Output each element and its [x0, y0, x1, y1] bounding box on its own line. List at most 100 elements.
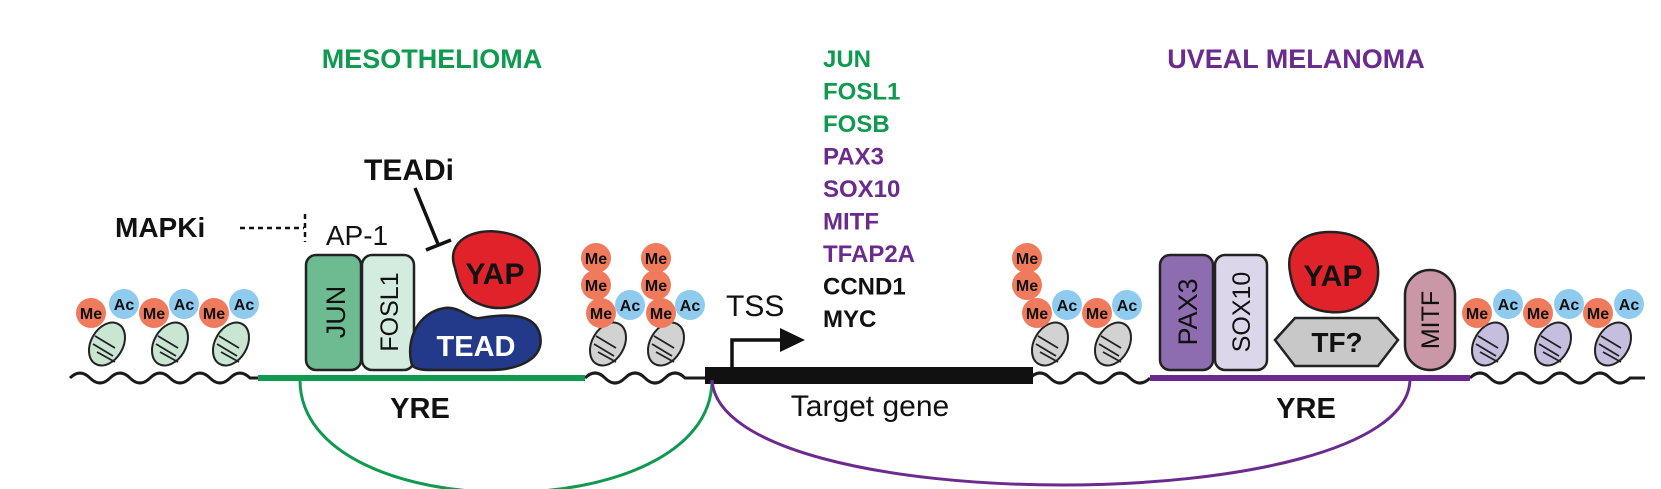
nucleosome	[1593, 321, 1633, 367]
svg-text:Me: Me	[1466, 306, 1488, 323]
pax3-label: PAX3	[1173, 278, 1203, 345]
svg-text:Ac: Ac	[620, 298, 641, 315]
yre-label-right: YRE	[1276, 393, 1336, 425]
yap-label-right: YAP	[1304, 260, 1363, 293]
svg-text:Me: Me	[645, 251, 667, 268]
nucleosome-group-left	[87, 321, 251, 367]
tss-label: TSS	[726, 290, 784, 323]
tf-unknown-protein: TF?	[1273, 316, 1400, 368]
acetyl-mark-icon: Ac	[1614, 289, 1644, 319]
methyl-mark-icon: Me	[581, 243, 611, 273]
svg-text:Me: Me	[80, 306, 102, 323]
target-gene-label: Target gene	[791, 390, 949, 423]
tead-label: TEAD	[437, 331, 516, 363]
svg-text:Me: Me	[1587, 306, 1609, 323]
svg-text:Me: Me	[1016, 278, 1038, 295]
methyl-mark-icon: Me	[1583, 298, 1613, 328]
svg-text:Ac: Ac	[1559, 297, 1580, 314]
acetyl-mark-icon: Ac	[615, 290, 645, 320]
svg-text:Ac: Ac	[174, 297, 195, 314]
methyl-mark-icon: Me	[586, 298, 616, 328]
methyl-mark-icon: Me	[199, 298, 229, 328]
svg-text:Ac: Ac	[234, 297, 255, 314]
svg-text:Ac: Ac	[680, 298, 701, 315]
svg-text:Me: Me	[1086, 306, 1108, 323]
nucleosome-group-middle	[588, 321, 686, 367]
methyl-mark-icon: Me	[1012, 270, 1042, 300]
ap1-label: AP-1	[326, 220, 388, 251]
methyl-mark-icon: Me	[76, 298, 106, 328]
acetyl-mark-icon: Ac	[1052, 290, 1082, 320]
yap-label-left: YAP	[466, 258, 525, 291]
target-gene-item: CCND1	[823, 274, 906, 301]
methyl-mark-icon: Me	[1462, 298, 1492, 328]
nucleosome	[588, 321, 628, 367]
nucleosome	[211, 321, 251, 367]
methyl-mark-icon: Me	[1022, 298, 1052, 328]
acetyl-mark-icon: Ac	[675, 290, 705, 320]
target-gene-item: TFAP2A	[823, 241, 915, 268]
methyl-mark-icon: Me	[1082, 298, 1112, 328]
svg-text:Ac: Ac	[1117, 298, 1138, 315]
target-gene-item: FOSB	[823, 111, 890, 138]
nucleosome-group-uveal-left	[1030, 321, 1133, 367]
nucleosome	[1093, 321, 1133, 367]
svg-text:Me: Me	[1026, 306, 1048, 323]
methyl-mark-icon: Me	[641, 270, 671, 300]
mitf-label: MITF	[1417, 291, 1445, 349]
yap-protein-left: YAP	[451, 230, 541, 310]
svg-text:Me: Me	[585, 251, 607, 268]
methyl-mark-icon: Me	[646, 298, 676, 328]
pax3-protein: PAX3	[1158, 253, 1215, 372]
svg-text:Me: Me	[203, 306, 225, 323]
acetyl-mark-icon: Ac	[229, 289, 259, 319]
tead-protein: TEAD	[408, 306, 542, 372]
teadi-inhibition-icon	[413, 187, 452, 252]
teadi-label: TEADi	[364, 154, 454, 187]
target-gene-item: JUN	[823, 46, 871, 73]
nucleosome	[87, 321, 127, 367]
nucleosome	[1470, 321, 1510, 367]
fosl1-protein: FOSL1	[360, 253, 416, 372]
acetyl-mark-icon: Ac	[1112, 290, 1142, 320]
svg-text:Ac: Ac	[1619, 297, 1640, 314]
methyl-mark-icon: Me	[641, 243, 671, 273]
mapki-label: MAPKi	[115, 212, 205, 243]
methyl-mark-icon: Me	[1012, 243, 1042, 273]
svg-text:Me: Me	[645, 278, 667, 295]
methyl-mark-icon: Me	[581, 270, 611, 300]
nucleosome	[1030, 321, 1070, 367]
svg-text:Me: Me	[585, 278, 607, 295]
mesothelioma-heading: MESOTHELIOMA	[322, 44, 543, 74]
yap-protein-right: YAP	[1287, 230, 1380, 314]
target-gene-item: FOSL1	[823, 79, 900, 106]
target-gene-item: MITF	[823, 209, 879, 236]
jun-label: JUN	[321, 286, 351, 339]
jun-protein: JUN	[304, 253, 363, 372]
nucleosome	[150, 321, 190, 367]
dna-right-curly	[1468, 371, 1645, 385]
svg-text:Ac: Ac	[114, 297, 135, 314]
acetyl-mark-icon: Ac	[109, 289, 139, 319]
target-gene-item: SOX10	[823, 176, 900, 203]
nucleosome	[646, 321, 686, 367]
acetyl-mark-icon: Ac	[169, 289, 199, 319]
uveal-loop	[710, 379, 1412, 487]
target-gene-item: MYC	[823, 306, 876, 333]
methyl-mark-icon: Me	[139, 298, 169, 328]
sox10-label: SOX10	[1228, 272, 1256, 353]
mitf-protein: MITF	[1403, 268, 1457, 372]
target-gene-item: PAX3	[823, 144, 884, 171]
svg-text:Me: Me	[1016, 251, 1038, 268]
dna-uveal-left-curly	[1028, 371, 1152, 385]
svg-text:Me: Me	[650, 306, 672, 323]
dna-middle-curly	[583, 371, 705, 385]
svg-text:Me: Me	[590, 306, 612, 323]
tf-label: TF?	[1311, 327, 1362, 358]
mapki-inhibition-icon	[240, 214, 307, 242]
uveal-melanoma-heading: UVEAL MELANOMA	[1167, 44, 1425, 74]
mesothelioma-loop	[298, 379, 714, 489]
